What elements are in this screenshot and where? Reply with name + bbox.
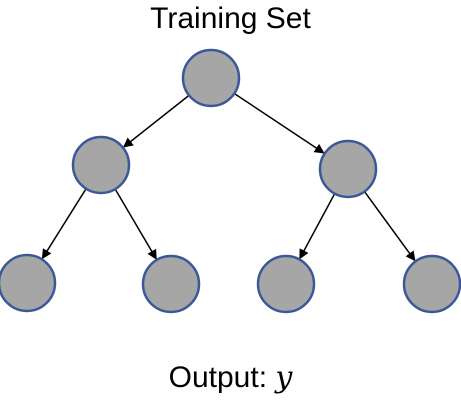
edge-arrow-right-to-right-left <box>299 193 336 260</box>
edge-arrow-right-to-right-right <box>363 191 416 262</box>
tree-node-left <box>71 135 131 195</box>
output-caption: Output: y <box>0 360 461 395</box>
edge-arrow-left-to-left-right <box>114 188 157 260</box>
tree-node-left-right <box>141 254 201 314</box>
edge-arrow-root-to-right <box>233 92 325 154</box>
tree-node-right-left <box>256 254 316 314</box>
edge-arrow-root-to-left <box>122 94 190 148</box>
diagram-title: Training Set <box>150 2 311 35</box>
tree-node-root <box>181 48 241 108</box>
tree-node-left-left <box>0 253 57 313</box>
tree-node-right <box>318 139 378 199</box>
output-label: Output: <box>168 361 268 394</box>
output-variable: y <box>275 360 293 395</box>
tree-node-right-right <box>402 254 461 314</box>
edge-arrow-left-to-left-left <box>41 188 87 260</box>
